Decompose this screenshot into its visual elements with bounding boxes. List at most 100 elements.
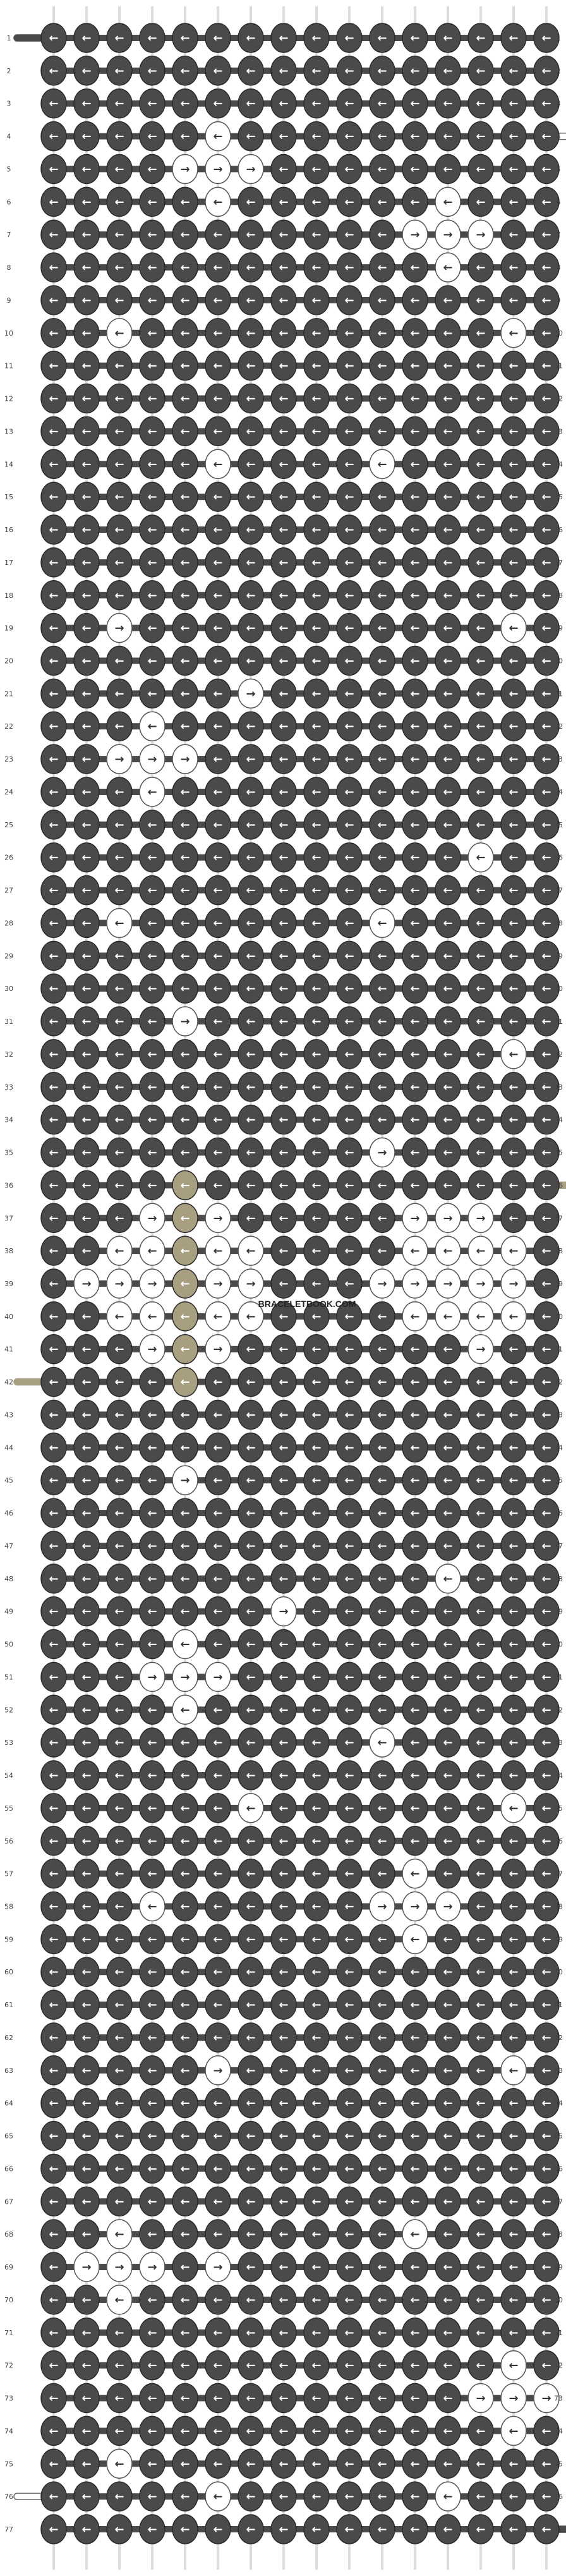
arrow-left-icon: ← [180, 851, 190, 865]
knot: ← [500, 1826, 527, 1856]
knot-shape [369, 154, 395, 185]
arrow-left-icon: ← [509, 523, 518, 537]
arrow-left-icon: ← [279, 1802, 288, 1815]
arrow-left-icon: ← [410, 818, 419, 832]
arrow-left-icon: ← [180, 2392, 190, 2405]
knot: ← [139, 908, 166, 939]
arrow-left-icon: ← [147, 1769, 157, 1782]
row-number-right: 58 [554, 1903, 563, 1911]
arrow-right-icon: → [213, 1277, 222, 1291]
knot: ← [435, 2055, 461, 2086]
knot: ← [40, 842, 67, 873]
arrow-left-icon: ← [246, 949, 255, 963]
knot: ← [139, 1498, 166, 1528]
knot: ← [500, 186, 527, 217]
arrow-left-icon: ← [81, 1507, 91, 1520]
knot: ← [270, 1760, 297, 1790]
arrow-left-icon: ← [279, 97, 288, 111]
knot: ← [336, 1236, 363, 1266]
knot: ← [435, 1826, 461, 1856]
knot: ← [500, 1990, 527, 2020]
arrow-left-icon: ← [246, 261, 255, 274]
arrow-left-icon: ← [410, 1670, 419, 1684]
knot-shape [238, 121, 264, 152]
knot-shape [270, 88, 297, 119]
arrow-left-icon: ← [246, 2130, 255, 2143]
arrow-left-icon: ← [311, 1507, 321, 1520]
arrow-left-icon: ← [311, 2457, 321, 2470]
knot-shape [533, 514, 560, 545]
arrow-left-icon: ← [147, 622, 157, 635]
knot: ← [270, 1826, 297, 1856]
knot: ← [402, 777, 428, 807]
knot-shape [73, 580, 100, 611]
arrow-left-icon: ← [410, 2031, 419, 2044]
row-number-left: 1 [7, 34, 11, 42]
knot-shape [106, 777, 133, 807]
knot-shape [238, 186, 264, 217]
arrow-left-icon: ← [246, 2293, 255, 2307]
row-number-left: 23 [4, 755, 13, 763]
arrow-left-icon: ← [443, 818, 452, 832]
knot: ← [533, 121, 560, 152]
knot: ← [106, 2318, 133, 2348]
knot: ← [139, 810, 166, 840]
knot: → [270, 1596, 297, 1627]
arrow-left-icon: ← [377, 294, 387, 307]
arrow-left-icon: ← [213, 2490, 222, 2503]
knot: ← [106, 1203, 133, 1234]
knot-shape [205, 383, 231, 414]
knot: ← [467, 482, 494, 512]
knot-shape [467, 678, 494, 709]
arrow-left-icon: ← [410, 97, 419, 111]
knot: ← [336, 121, 363, 152]
knot-shape [40, 678, 67, 709]
knot-shape [73, 252, 100, 283]
knot-shape [533, 580, 560, 611]
knot: ← [402, 1826, 428, 1856]
arrow-left-icon: ← [279, 2162, 288, 2175]
knot: ← [500, 2448, 527, 2479]
knot: ← [467, 449, 494, 480]
arrow-left-icon: ← [509, 1376, 518, 1389]
arrow-left-icon: ← [509, 2457, 518, 2470]
knot-shape [73, 612, 100, 643]
knot: ← [533, 252, 560, 283]
arrow-left-icon: ← [49, 2457, 58, 2470]
arrow-left-icon: ← [344, 1802, 354, 1815]
knot: ← [172, 2448, 198, 2479]
knot: ← [435, 2153, 461, 2184]
knot: ← [139, 88, 166, 119]
row-number-right: 48 [554, 1575, 563, 1583]
arrow-left-icon: ← [443, 1081, 452, 1094]
arrow-left-icon: ← [279, 1277, 288, 1291]
arrow-left-icon: ← [147, 2326, 157, 2340]
knot-shape [205, 711, 231, 741]
arrow-left-icon: ← [410, 2293, 419, 2307]
knot-shape [270, 318, 297, 348]
arrow-left-icon: ← [410, 622, 419, 635]
arrow-left-icon: ← [147, 1244, 157, 1258]
knot: ← [402, 1498, 428, 1528]
knot: ← [40, 186, 67, 217]
knot: ← [435, 154, 461, 185]
arrow-left-icon: ← [410, 2392, 419, 2405]
knot: ← [500, 1629, 527, 1660]
arrow-left-icon: ← [344, 2195, 354, 2208]
knot: ← [270, 711, 297, 741]
knot-shape [40, 711, 67, 741]
knot: ← [270, 252, 297, 283]
arrow-left-icon: ← [147, 2424, 157, 2438]
knot-shape [40, 121, 67, 152]
row-number-left: 54 [4, 1771, 13, 1780]
knot: ← [238, 875, 264, 906]
knot: ← [205, 1236, 231, 1266]
arrow-left-icon: ← [180, 2162, 190, 2175]
arrow-left-icon: ← [541, 2490, 551, 2503]
knot: ← [467, 2285, 494, 2315]
knot: ← [500, 1727, 527, 1758]
row-number-left: 69 [4, 2263, 13, 2271]
arrow-left-icon: ← [344, 1015, 354, 1028]
knot: ← [467, 1793, 494, 1823]
arrow-left-icon: ← [509, 1507, 518, 1520]
